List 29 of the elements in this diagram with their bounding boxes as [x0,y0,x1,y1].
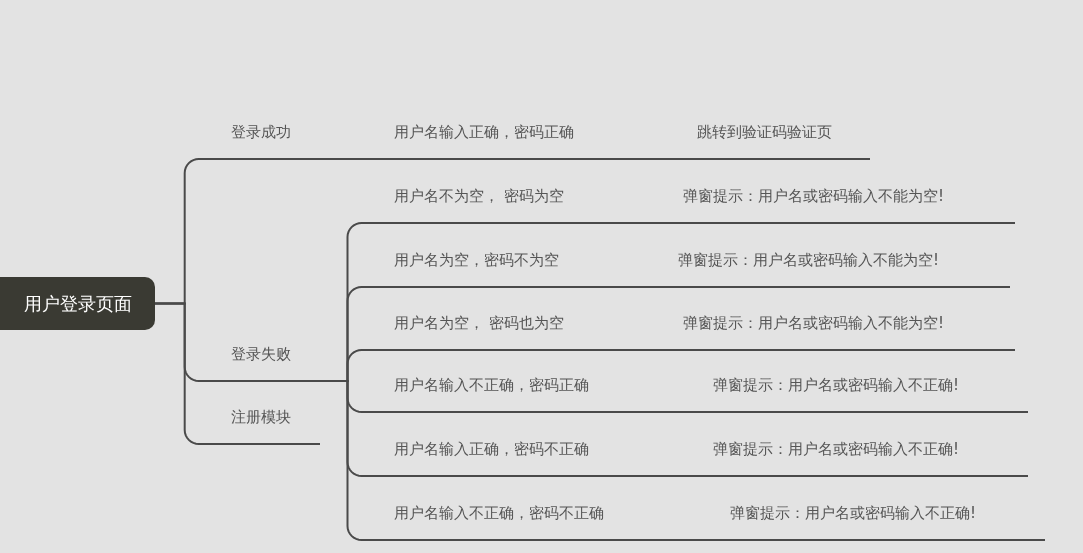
topic-text: 跳转到验证码验证页 [697,122,833,143]
topic-text: 用户名输入正确，密码正确 [394,122,575,143]
topic-text: 用户名输入正确，密码不正确 [394,439,590,460]
branch-line [654,158,671,160]
branch-line [369,158,386,160]
branch-line [649,349,666,351]
topic-text: 用户名输入不正确，密码正确 [394,375,590,396]
topic-text: 弹窗提示：用户名或密码输入不能为空! [678,250,940,271]
topic-text: 弹窗提示：用户名或密码输入不正确! [730,503,977,524]
branch-line [319,380,371,541]
branch-line [649,539,666,541]
topic-text: 登录成功 [231,122,292,143]
topic-text: 弹窗提示：用户名或密码输入不正确! [713,375,960,396]
topic-text: 用户名为空， 密码也为空 [394,313,565,334]
topic-text: 注册模块 [231,407,292,428]
topic-text: 弹窗提示：用户名或密码输入不正确! [713,439,960,460]
root-topic-box [0,277,155,330]
topic-text: 用户登录页面 [23,291,132,316]
topic-text: 用户名输入不正确，密码不正确 [394,503,605,524]
topic-text: 登录失败 [231,344,292,365]
topic-text: 弹窗提示：用户名或密码输入不能为空! [683,313,945,334]
branch-line [154,302,201,445]
topic-text: 用户名不为空， 密码为空 [394,186,565,207]
branch-line [649,286,666,288]
branch-line [649,475,666,477]
topic-text: 弹窗提示：用户名或密码输入不能为空! [683,186,945,207]
topic-text: 用户名为空，密码不为空 [394,250,560,271]
branch-line [649,222,666,224]
branch-line [649,411,666,413]
